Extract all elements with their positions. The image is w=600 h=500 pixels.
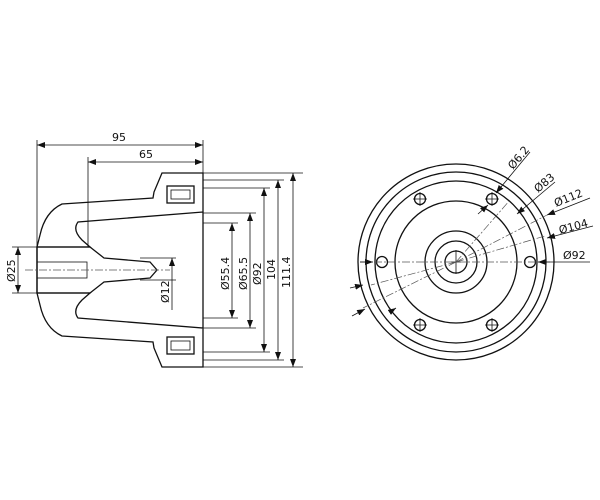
dim-104: 104 (265, 259, 278, 280)
dimension-lines (15, 142, 296, 367)
metal-insert-section (36, 246, 158, 294)
side-section-view: 95 65 Ø25 Ø12 Ø55.4 Ø65.5 Ø92 104 111.4 (5, 131, 303, 368)
dim-111-4: 111.4 (280, 257, 293, 289)
front-dimension-leaders (349, 151, 594, 317)
dim-dia-25: Ø25 (5, 259, 18, 282)
front-view: Ø6.2 Ø83 Ø112 Ø104 Ø92 (349, 144, 594, 361)
dim-dia-104: Ø104 (557, 217, 589, 237)
thread-hole-bottom (170, 340, 191, 351)
dim-95: 95 (112, 131, 126, 144)
dim-dia-92: Ø92 (251, 262, 264, 285)
dim-65: 65 (139, 148, 153, 161)
extension-lines (12, 140, 303, 368)
dim-dia-83: Ø83 (532, 171, 558, 196)
leader-centerlines (362, 199, 548, 309)
dim-dia-55-4: Ø55.4 (219, 257, 232, 290)
threaded-insert-bottom (166, 336, 195, 355)
thread-hole-top (170, 189, 191, 200)
dim-dia-6-2: Ø6.2 (505, 144, 532, 172)
threaded-insert-top (166, 185, 195, 204)
dim-dia-92-front: Ø92 (563, 249, 586, 262)
dim-dia-65-5: Ø65.5 (237, 257, 250, 290)
dim-dia-12: Ø12 (159, 280, 172, 303)
